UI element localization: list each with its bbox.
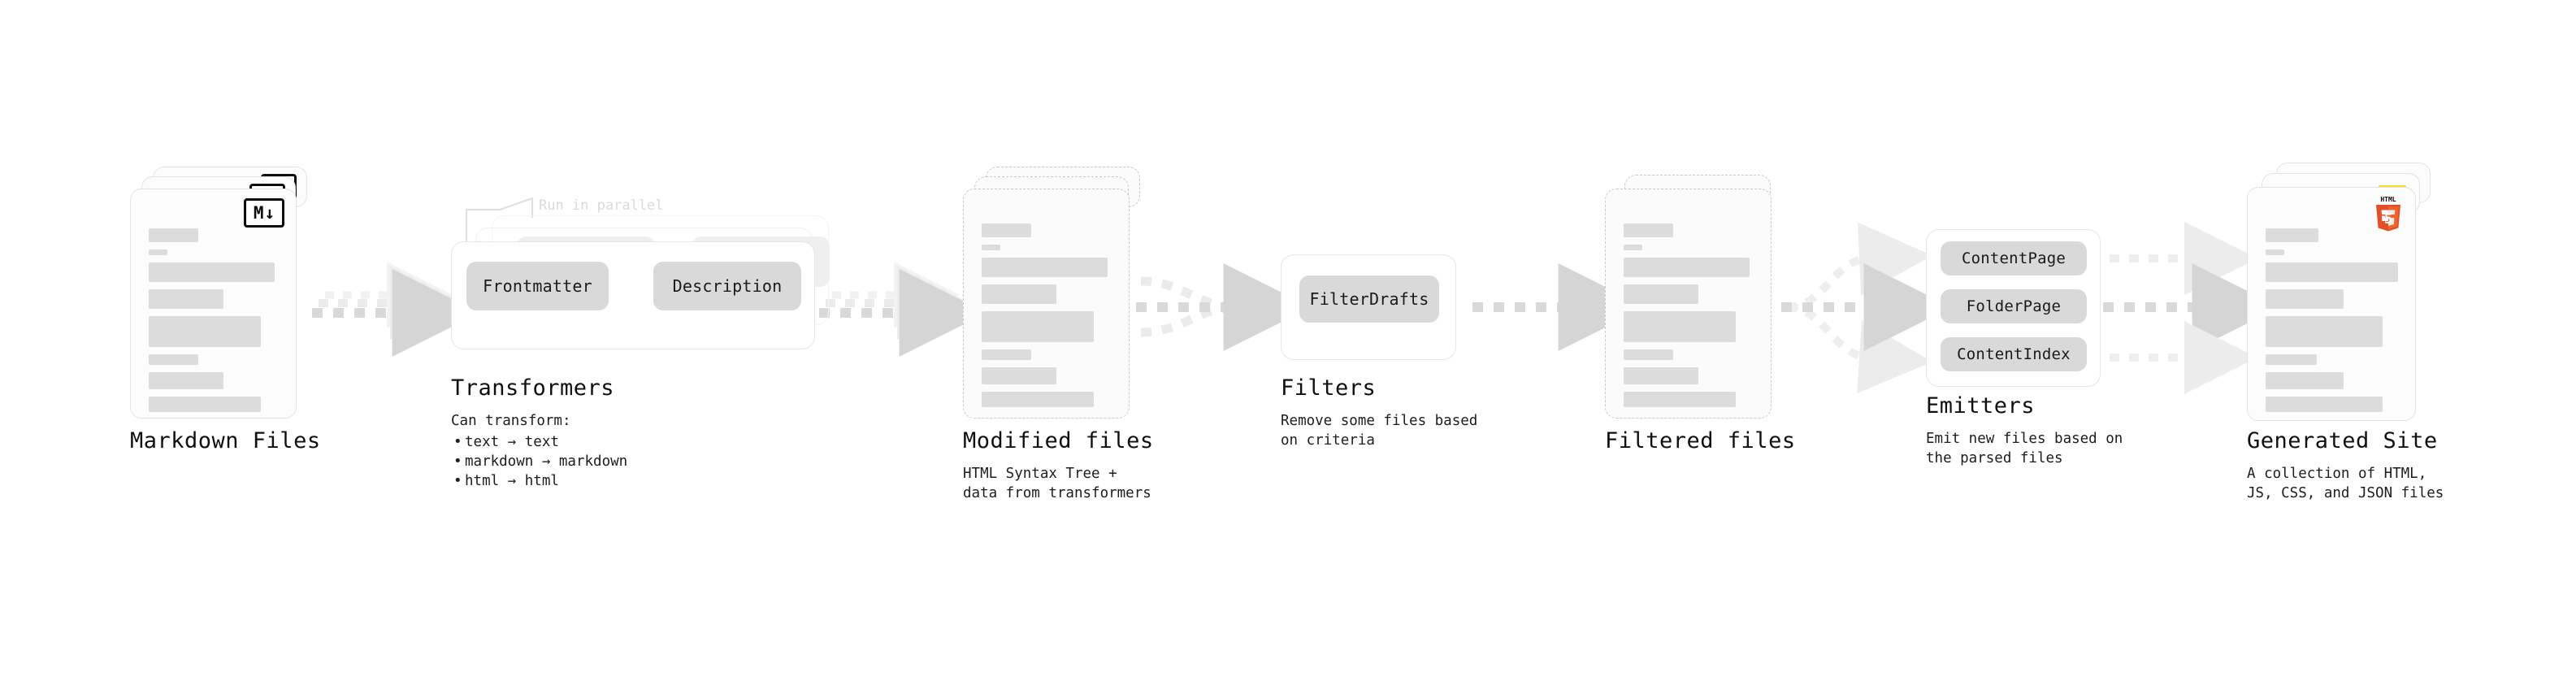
chip-description[interactable]: Description: [653, 262, 801, 310]
skeleton-bar: [982, 245, 1000, 250]
skeleton-bar: [149, 372, 223, 389]
stage-generated-site[interactable]: CSS JS HTML 5: [2247, 163, 2442, 439]
doc-skeleton: [131, 189, 296, 418]
skeleton-bar: [1624, 311, 1736, 342]
stage-subtitle: Emit new files based on the parsed files: [1926, 430, 2123, 466]
skeleton-bar: [982, 349, 1031, 360]
stage-title: Filters: [1281, 375, 1377, 401]
list-item: markdown → markdown: [453, 452, 627, 471]
skeleton-bar: [1624, 392, 1736, 407]
connector-modified-to-filters: [1136, 263, 1312, 351]
markdown-icon-arrow: ↓: [264, 202, 275, 223]
skeleton-bar: [1624, 258, 1750, 277]
html5-icon: HTML 5: [2371, 194, 2405, 233]
chip-filterdrafts[interactable]: FilterDrafts: [1299, 275, 1439, 323]
doc-skeleton: [964, 189, 1129, 418]
stage-filters[interactable]: FilterDrafts: [1281, 254, 1456, 360]
filters-group-box[interactable]: FilterDrafts: [1281, 254, 1456, 360]
caption-emitters: Emitters Emit new files based on the par…: [1926, 394, 2123, 468]
skeleton-bar: [149, 316, 261, 347]
skeleton-bar: [1624, 245, 1642, 250]
skeleton-bar: [149, 289, 223, 309]
stage-title: Modified files: [963, 428, 1154, 453]
list-item: html → html: [453, 471, 627, 491]
svg-text:HTML: HTML: [2380, 196, 2396, 203]
stage-subtitle: A collection of HTML, JS, CSS, and JSON …: [2247, 465, 2444, 501]
skeleton-bar: [1624, 284, 1698, 304]
skeleton-bar: [2266, 228, 2318, 242]
connector-markdown-to-transformers: [312, 262, 480, 357]
stage-emitters[interactable]: ContentPage FolderPage ContentIndex: [1926, 229, 2101, 387]
modified-document-stack: [963, 167, 1150, 435]
doc-skeleton: [2248, 188, 2415, 420]
skeleton-bar: [2266, 397, 2383, 412]
markdown-document-stack: M↓ M↓ M↓: [130, 167, 317, 435]
chip-frontmatter[interactable]: Frontmatter: [466, 262, 609, 310]
stage-title: Markdown Files: [130, 428, 321, 453]
skeleton-bar: [149, 262, 275, 282]
caption-filtered-files: Filtered files: [1605, 429, 1796, 453]
run-in-parallel-label: Run in parallel: [539, 197, 664, 214]
skeleton-bar: [2266, 372, 2344, 389]
html5-icon-svg: HTML 5: [2376, 196, 2400, 232]
skeleton-bar: [982, 392, 1094, 407]
stage-filtered-files[interactable]: [1605, 167, 1792, 435]
skeleton-bar: [149, 354, 198, 365]
chip-folderpage[interactable]: FolderPage: [1941, 289, 2087, 323]
skeleton-bar: [149, 397, 261, 412]
transformers-bullet-list: text → text markdown → markdown html → h…: [451, 432, 627, 492]
skeleton-bar: [982, 258, 1108, 277]
generated-document-stack: CSS JS HTML 5: [2247, 163, 2442, 439]
caption-modified-files: Modified files HTML Syntax Tree + data f…: [963, 429, 1154, 503]
chip-contentpage[interactable]: ContentPage: [1941, 241, 2087, 275]
connector-filtered-to-emitters: [1781, 222, 1952, 394]
skeleton-bar: [2266, 249, 2284, 255]
stage-subtitle: HTML Syntax Tree + data from transformer…: [963, 465, 1151, 501]
skeleton-bar: [982, 284, 1056, 304]
connector-emitters-to-generated: [2103, 222, 2280, 394]
stage-title: Generated Site: [2247, 428, 2438, 453]
stage-transformers[interactable]: x x x x Frontmatter Description: [451, 215, 833, 358]
skeleton-bar: [2266, 289, 2344, 309]
caption-filters: Filters Remove some files based on crite…: [1281, 376, 1477, 450]
skeleton-bar: [2266, 316, 2383, 347]
doc-skeleton: [1606, 189, 1771, 418]
skeleton-bar: [982, 223, 1031, 237]
skeleton-bar: [149, 249, 167, 255]
list-item: text → text: [453, 432, 627, 452]
stage-title: Transformers: [451, 375, 615, 401]
skeleton-bar: [149, 228, 198, 242]
skeleton-bar: [1624, 367, 1698, 384]
stage-subtitle: Remove some files based on criteria: [1281, 412, 1478, 449]
transformers-stack: x x x x Frontmatter Description: [451, 215, 833, 358]
chip-contentindex[interactable]: ContentIndex: [1941, 337, 2087, 371]
doc-sheet-front: M↓: [130, 189, 297, 419]
transformers-subtitle-head: Can transform:: [451, 412, 571, 429]
stage-title: Filtered files: [1605, 428, 1796, 453]
skeleton-bar: [2266, 262, 2398, 282]
skeleton-bar: [1624, 223, 1673, 237]
emitters-group-box[interactable]: ContentPage FolderPage ContentIndex: [1926, 229, 2101, 387]
markdown-icon: M↓: [244, 198, 284, 228]
stage-modified-files[interactable]: [963, 167, 1150, 435]
caption-markdown-files: Markdown Files: [130, 429, 321, 453]
caption-generated-site: Generated Site A collection of HTML, JS,…: [2247, 429, 2444, 503]
stage-title: Emitters: [1926, 393, 2036, 419]
filtered-document-stack: [1605, 167, 1792, 435]
skeleton-bar: [982, 367, 1056, 384]
html5-icon-digit: 5: [2384, 211, 2392, 228]
stage-markdown-files[interactable]: M↓ M↓ M↓: [130, 167, 317, 435]
doc-sheet-front-html: HTML 5: [2247, 187, 2416, 421]
skeleton-bar: [2266, 354, 2317, 365]
doc-sheet-front: [1605, 189, 1772, 419]
doc-sheet-front: [963, 189, 1130, 419]
caption-transformers: Transformers Can transform: text → text …: [451, 375, 627, 492]
skeleton-bar: [1624, 349, 1673, 360]
skeleton-bar: [982, 311, 1094, 342]
markdown-icon-letter: M: [253, 202, 264, 223]
transformer-layer-front[interactable]: Frontmatter Description: [451, 241, 815, 349]
